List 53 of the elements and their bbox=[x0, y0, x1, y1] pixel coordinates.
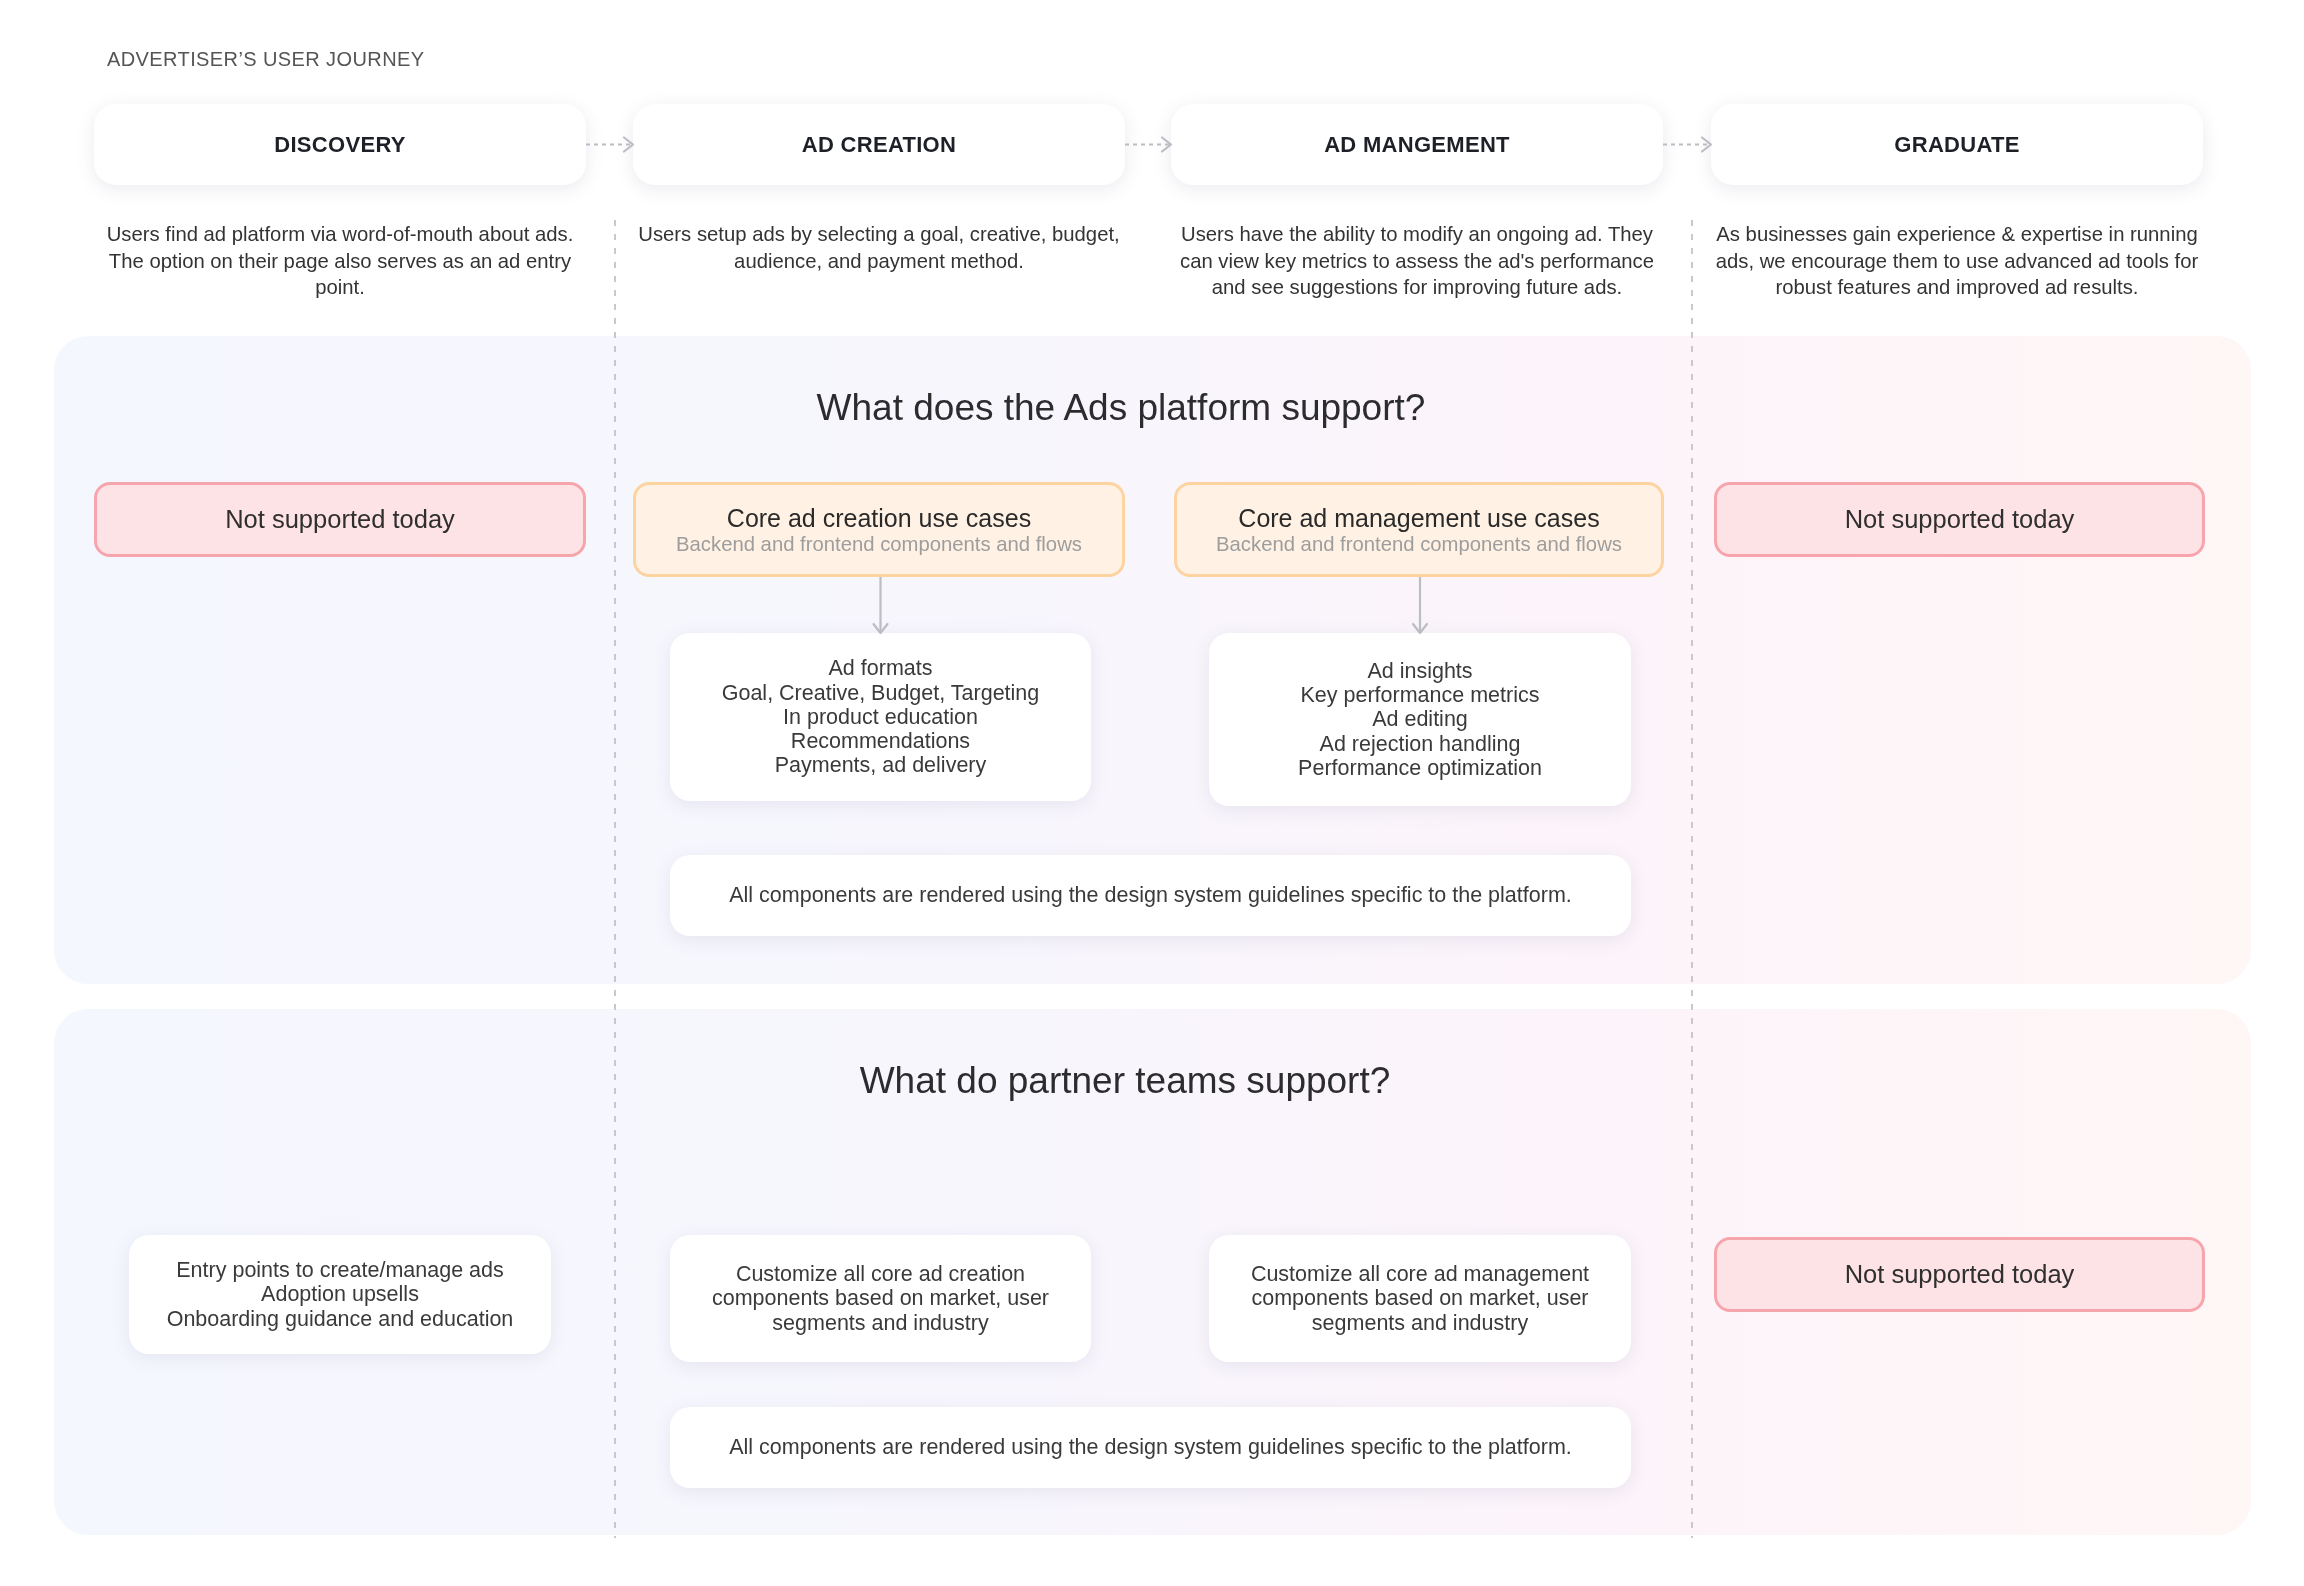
card-text: All components are rendered using the design system guidelines specific to the platform. bbox=[729, 883, 1572, 908]
card-text: Ad insights bbox=[1367, 659, 1473, 684]
phase-description: Users find ad platform via word-of-mouth about ads. The option on their page also serves as an ad entry point. bbox=[105, 222, 575, 300]
status-card bbox=[1714, 482, 2205, 557]
use-case-title: Core ad creation use cases bbox=[726, 503, 1032, 533]
phase-card bbox=[1171, 104, 1663, 185]
card-text: In product education bbox=[783, 704, 978, 730]
status-text: Not supported today bbox=[1844, 505, 2075, 534]
use-case-subtitle: Backend and frontend components and flows bbox=[1216, 532, 1622, 556]
use-case-card bbox=[1174, 482, 1664, 577]
status-text: Not supported today bbox=[225, 505, 455, 534]
card-text: All components are rendered using the design system guidelines specific to the platform. bbox=[729, 1435, 1572, 1460]
use-case-card bbox=[633, 482, 1125, 577]
status-text: Not supported today bbox=[1844, 1260, 2075, 1289]
card-text: Customize all core ad creation components based on market, user segments and industry bbox=[711, 1262, 1050, 1335]
phase-card bbox=[633, 104, 1125, 185]
section-heading: What does the Ads platform support? bbox=[815, 386, 1427, 430]
dashed-arrow bbox=[1125, 136, 1173, 153]
page-title: ADVERTISER’S USER JOURNEY bbox=[107, 48, 425, 71]
phase-description: Users setup ads by selecting a goal, creative, budget, audience, and payment method. bbox=[637, 222, 1121, 274]
card-text: Customize all core ad management components based on market, user segments and industry bbox=[1249, 1262, 1591, 1335]
use-case-subtitle: Backend and frontend components and flows bbox=[676, 532, 1082, 556]
card-text: Onboarding guidance and education bbox=[166, 1306, 514, 1331]
card-text: Payments, ad delivery bbox=[774, 753, 987, 778]
info-card bbox=[1209, 633, 1631, 806]
phase-card bbox=[94, 104, 586, 185]
dashed-arrow bbox=[586, 136, 635, 153]
use-case-title: Core ad management use cases bbox=[1238, 503, 1600, 533]
phase-card bbox=[1711, 104, 2203, 185]
arrow bbox=[1411, 577, 1429, 635]
card-text: Ad formats bbox=[828, 656, 933, 681]
phase-title: DISCOVERY bbox=[274, 131, 406, 158]
card-text: Ad editing bbox=[1372, 707, 1468, 732]
status-card bbox=[94, 482, 586, 557]
arrow bbox=[872, 577, 889, 635]
section-panel bbox=[54, 1009, 2251, 1535]
card-text: Performance optimization bbox=[1298, 755, 1542, 780]
card-text: Entry points to create/manage ads bbox=[176, 1258, 504, 1283]
card-text: Goal, Creative, Budget, Targeting bbox=[721, 680, 1040, 705]
phase-title: AD MANGEMENT bbox=[1324, 131, 1510, 158]
section-heading: What do partner teams support? bbox=[858, 1059, 1392, 1103]
info-card bbox=[670, 633, 1091, 801]
dashed-arrow bbox=[1663, 136, 1713, 153]
section-panel bbox=[54, 336, 2251, 984]
status-card bbox=[1714, 1237, 2205, 1312]
card-text: Recommendations bbox=[790, 729, 971, 754]
phase-title: AD CREATION bbox=[801, 131, 957, 158]
phase-description: As businesses gain experience & expertise in running ads, we encourage them to use advanced ad tools for robust features and improved ad results. bbox=[1714, 222, 2200, 300]
card-text: Adoption upsells bbox=[261, 1282, 419, 1307]
phase-title: GRADUATE bbox=[1894, 131, 2020, 158]
phase-description: Users have the ability to modify an ongoing ad. They can view key metrics to assess the ad's performance and see suggestions for improving future ads. bbox=[1179, 222, 1655, 300]
card-text: Key performance metrics bbox=[1300, 683, 1540, 708]
card-text: Ad rejection handling bbox=[1319, 731, 1521, 756]
